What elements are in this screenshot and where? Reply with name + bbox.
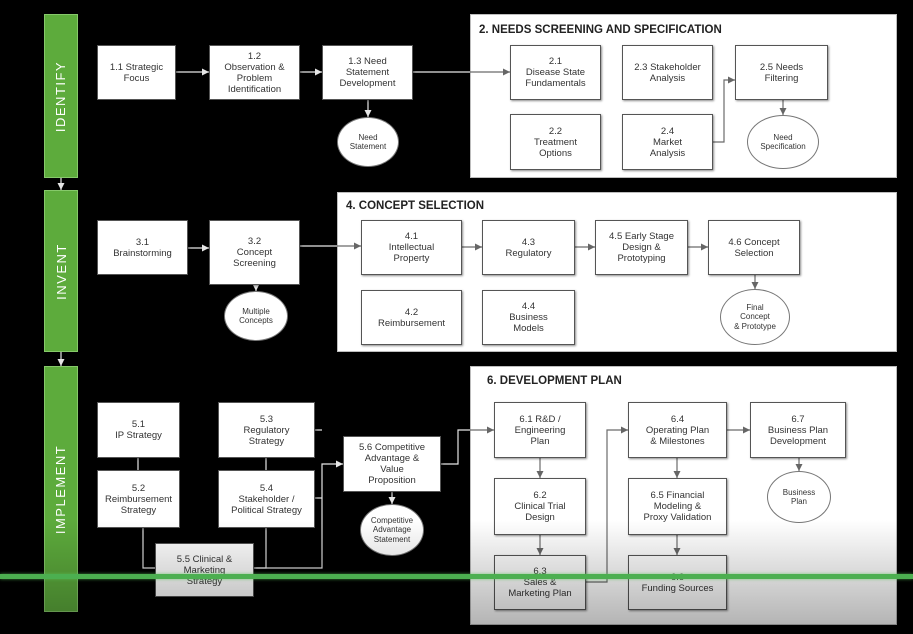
line-5-6-to-panel-6 [441,429,470,465]
output-need-statement: Need Statement [337,117,399,167]
step-3-1-brainstorming: 3.1 Brainstorming [97,220,188,275]
step-6-7-business-plan-development: 6.7 Business Plan Development [750,402,846,458]
green-divider-line [0,574,913,579]
step-5-4-stakeholder-political-strategy: 5.4 Stakeholder / Political Strategy [218,470,315,528]
step-3-2-concept-screening: 3.2 Concept Screening [209,220,300,285]
arrow-6-3-to-6-4 [586,426,628,583]
arrow-strategies-to-5-6 [254,460,343,569]
step-4-5-early-stage-design: 4.5 Early Stage Design & Prototyping [595,220,688,275]
step-1-1-strategic-focus: 1.1 Strategic Focus [97,45,176,100]
step-2-3-stakeholder-analysis: 2.3 Stakeholder Analysis [622,45,713,100]
step-4-2-reimbursement: 4.2 Reimbursement [361,290,462,345]
step-5-1-ip-strategy: 5.1 IP Strategy [97,402,180,458]
phase-bar-identify: IDENTIFY [44,14,78,178]
step-5-2-reimbursement-strategy: 5.2 Reimbursement Strategy [97,470,180,528]
step-4-6-concept-selection: 4.6 Concept Selection [708,220,800,275]
step-5-6-competitive-advantage: 5.6 Competitive Advantage & Value Propos… [343,436,441,492]
output-need-specification: Need Specification [747,115,819,169]
step-2-1-disease-state: 2.1 Disease State Fundamentals [510,45,601,100]
panel-title-needs-screening: 2. NEEDS SCREENING AND SPECIFICATION [479,24,722,36]
arrow-2-4-to-2-5 [713,76,735,143]
step-2-5-needs-filtering: 2.5 Needs Filtering [735,45,828,100]
panel-title-concept-selection: 4. CONCEPT SELECTION [346,200,485,212]
step-6-3-sales-marketing-plan: 6.3 Sales & Marketing Plan [494,555,586,610]
line-5-2-to-5-5 [142,528,155,569]
output-multiple-concepts: Multiple Concepts [224,291,288,341]
step-6-1-rd-engineering-plan: 6.1 R&D / Engineering Plan [494,402,586,458]
line-5-4-to-5-5 [254,528,267,569]
step-4-3-regulatory: 4.3 Regulatory [482,220,575,275]
output-competitive-advantage-statement: Competitive Advantage Statement [360,504,424,556]
step-6-5-financial-modeling: 6.5 Financial Modeling & Proxy Validatio… [628,478,727,535]
panel-title-development-plan: 6. DEVELOPMENT PLAN [487,375,622,387]
step-5-3-regulatory-strategy: 5.3 Regulatory Strategy [218,402,315,458]
step-1-2-observation: 1.2 Observation & Problem Identification [209,45,300,100]
step-6-4-operating-plan: 6.4 Operating Plan & Milestones [628,402,727,458]
step-6-6-funding-sources: 6.6 Funding Sources [628,555,727,610]
output-final-concept-prototype: Final Concept & Prototype [720,289,790,345]
step-4-4-business-models: 4.4 Business Models [482,290,575,345]
step-2-2-treatment-options: 2.2 Treatment Options [510,114,601,170]
step-4-1-intellectual-property: 4.1 Intellectual Property [361,220,462,275]
step-5-5-clinical-marketing-strategy: 5.5 Clinical & Marketing Strategy [155,543,254,597]
step-1-3-need-statement-development: 1.3 Need Statement Development [322,45,413,100]
phase-bar-implement: IMPLEMENT [44,366,78,612]
output-business-plan: Business Plan [767,471,831,523]
phase-bar-invent: INVENT [44,190,78,352]
step-6-2-clinical-trial-design: 6.2 Clinical Trial Design [494,478,586,535]
step-2-4-market-analysis: 2.4 Market Analysis [622,114,713,170]
